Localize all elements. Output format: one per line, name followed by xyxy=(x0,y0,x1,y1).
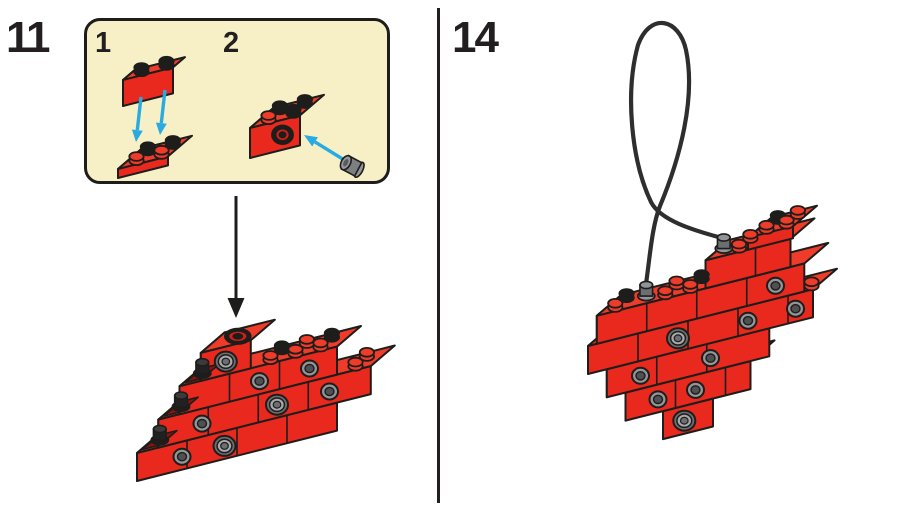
substep-1-label: 1 xyxy=(95,27,112,59)
step-number-right: 14 xyxy=(452,13,499,62)
substep-callout-box: 1 2 xyxy=(84,18,390,184)
substep-2-label: 2 xyxy=(223,27,240,59)
panel-divider xyxy=(437,8,440,503)
step-number-left: 11 xyxy=(6,13,50,62)
